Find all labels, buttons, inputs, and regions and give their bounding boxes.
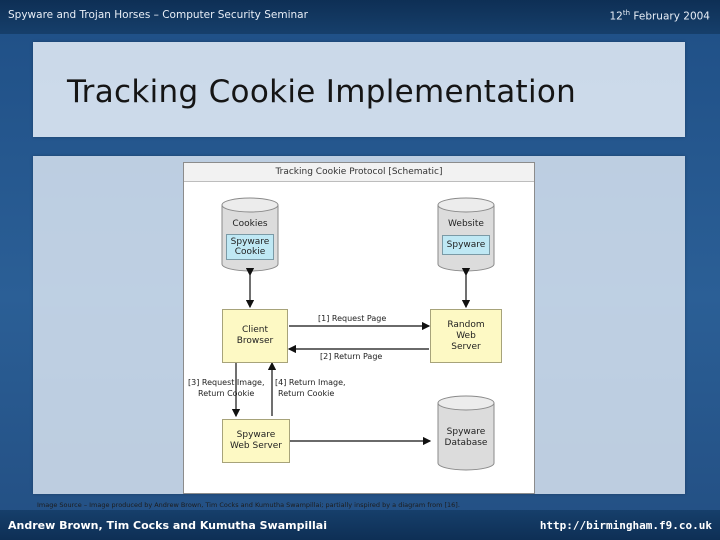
footer-bar: Andrew Brown, Tim Cocks and Kumutha Swam… bbox=[0, 510, 720, 540]
site-url[interactable]: http://birmingham.f9.co.uk bbox=[539, 519, 712, 532]
client-browser-box: Client Browser bbox=[222, 309, 288, 363]
header-bar: Spyware and Trojan Horses – Computer Sec… bbox=[0, 0, 720, 34]
title-panel: Tracking Cookie Implementation bbox=[33, 42, 685, 137]
date-rest: February 2004 bbox=[630, 10, 710, 23]
spyware-cookie-store: Spyware Cookie bbox=[226, 234, 274, 260]
seminar-title: Spyware and Trojan Horses – Computer Sec… bbox=[8, 9, 308, 21]
spyware-database-cylinder bbox=[437, 395, 495, 471]
diagram-title: Tracking Cookie Protocol [Schematic] bbox=[184, 163, 534, 182]
date-day: 12 bbox=[609, 10, 623, 23]
spyware-database-label: Spyware Database bbox=[444, 427, 488, 448]
website-db-label: Website bbox=[448, 219, 484, 229]
label-return-image-1: [4] Return Image, bbox=[275, 378, 346, 387]
authors: Andrew Brown, Tim Cocks and Kumutha Swam… bbox=[8, 519, 327, 532]
label-request-image-1: [3] Request Image, bbox=[188, 378, 265, 387]
cookies-db-label: Cookies bbox=[232, 219, 268, 229]
spyware-website-store: Spyware bbox=[442, 235, 490, 255]
protocol-diagram: Tracking Cookie Protocol [Schematic] bbox=[183, 162, 535, 494]
label-request-image-2: Return Cookie bbox=[198, 389, 255, 398]
image-source-note: Image Source – Image produced by Andrew … bbox=[37, 501, 460, 509]
presentation-date: 12th February 2004 bbox=[610, 9, 711, 23]
date-suffix: th bbox=[622, 9, 631, 17]
random-web-server-box: Random Web Server bbox=[430, 309, 502, 363]
label-return-image-2: Return Cookie bbox=[278, 389, 335, 398]
spyware-web-server-box: Spyware Web Server bbox=[222, 419, 290, 463]
label-return-page: [2] Return Page bbox=[320, 352, 383, 361]
label-request-page: [1] Request Page bbox=[318, 314, 387, 323]
slide-title: Tracking Cookie Implementation bbox=[67, 74, 577, 110]
